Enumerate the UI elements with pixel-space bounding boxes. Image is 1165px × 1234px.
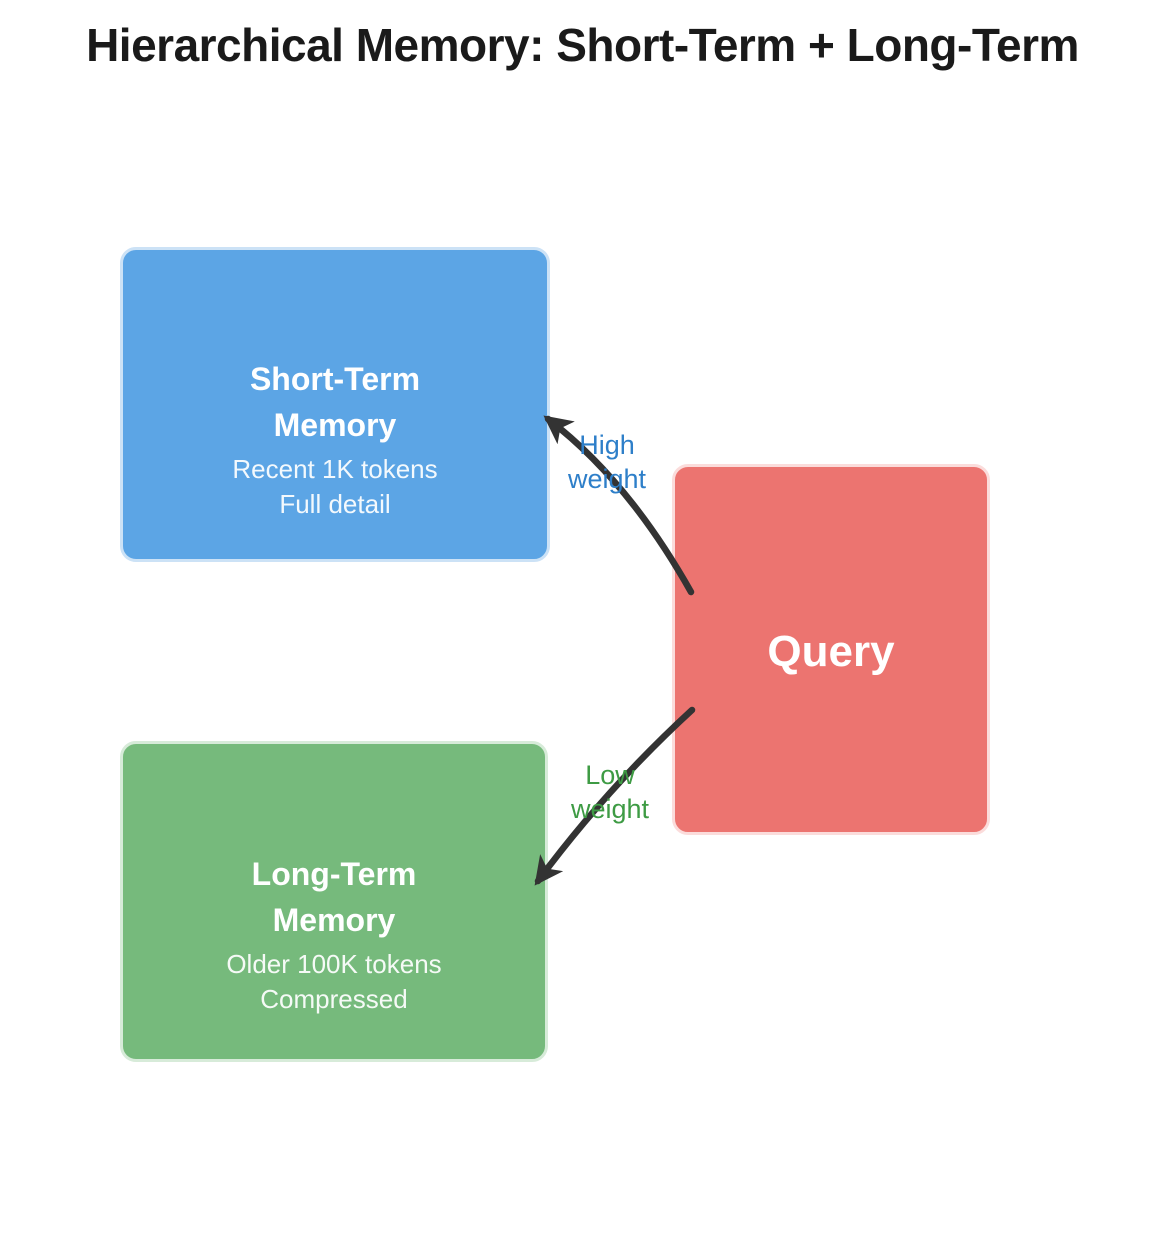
- node-query: Query: [672, 464, 990, 835]
- long-term-memory-subtitle: Older 100K tokens Compressed: [226, 947, 441, 1017]
- query-label: Query: [767, 627, 895, 676]
- low-weight-line2: weight: [570, 794, 650, 824]
- short-term-subtitle-line2: Full detail: [279, 488, 391, 519]
- diagram-title: Hierarchical Memory: Short-Term + Long-T…: [86, 19, 1079, 71]
- high-weight-line2: weight: [567, 464, 647, 494]
- short-term-memory-subtitle: Recent 1K tokens Full detail: [232, 452, 437, 522]
- high-weight-line1: High: [579, 430, 635, 460]
- short-term-title-line2: Memory: [273, 406, 397, 443]
- label-high-weight: High weight: [537, 428, 677, 496]
- long-term-title-line2: Memory: [272, 901, 396, 938]
- short-term-subtitle-line1: Recent 1K tokens: [232, 453, 438, 484]
- long-term-memory-title: Long-Term Memory: [252, 851, 417, 943]
- node-short-term-memory: Short-Term Memory Recent 1K tokens Full …: [120, 247, 550, 562]
- short-term-title-line1: Short-Term: [249, 360, 421, 397]
- long-term-subtitle-line1: Older 100K tokens: [226, 948, 442, 979]
- long-term-subtitle-line2: Compressed: [260, 983, 408, 1014]
- long-term-title-line1: Long-Term: [251, 855, 417, 892]
- low-weight-line1: Low: [585, 760, 635, 790]
- label-low-weight: Low weight: [540, 758, 680, 826]
- short-term-memory-title: Short-Term Memory: [250, 356, 420, 448]
- node-long-term-memory: Long-Term Memory Older 100K tokens Compr…: [120, 741, 548, 1062]
